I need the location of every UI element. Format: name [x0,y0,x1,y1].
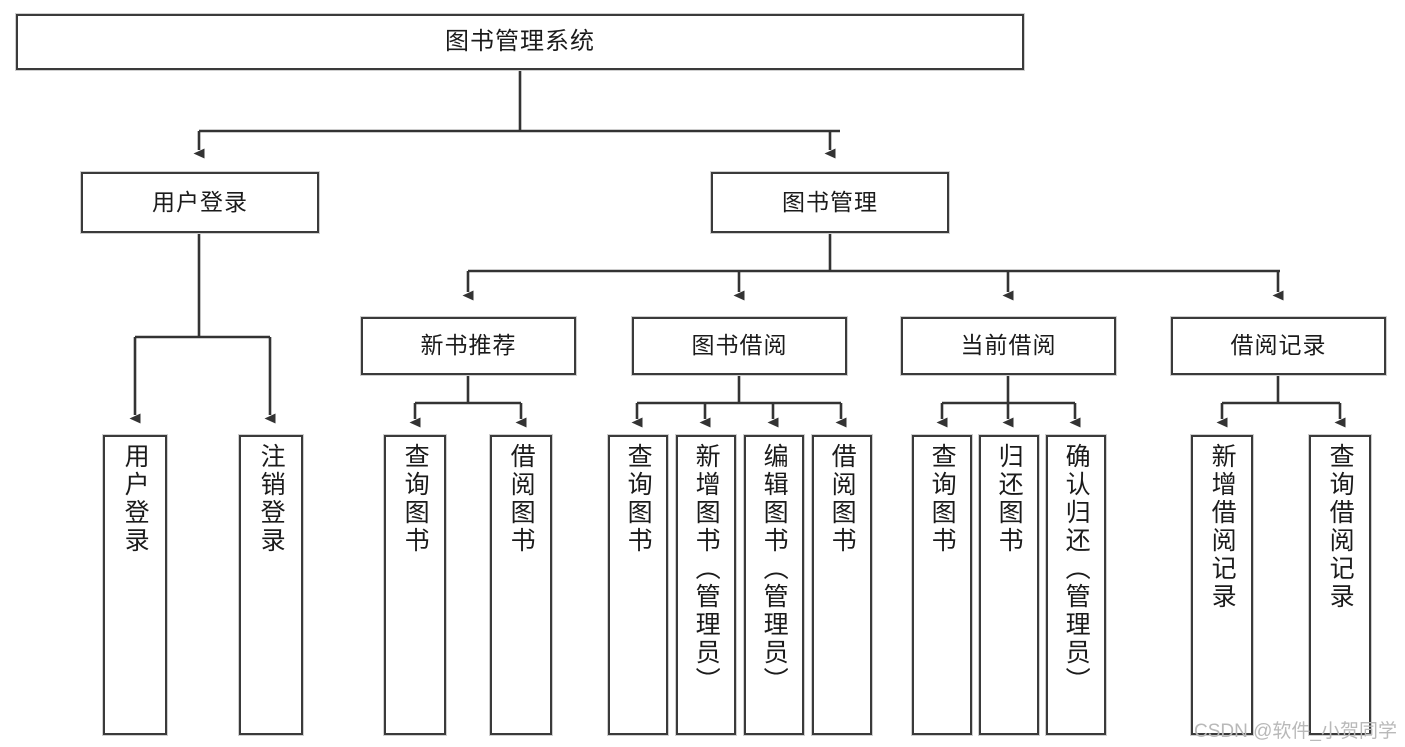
leaf-query-book-recommend[interactable]: 查询图书 [384,435,446,735]
node-label: 当前借阅 [960,332,1057,359]
csdn-watermark: CSDN @软件_小贺同学 [1194,721,1397,742]
node-label: 图书管理 [782,188,878,215]
node-label: 查询图书 [624,443,653,555]
node-label: 编辑图书（管理员） [760,443,789,695]
leaf-add-book-admin[interactable]: 新增图书（管理员） [676,435,736,735]
node-book-borrow[interactable]: 图书借阅 [632,317,847,375]
node-new-book-recommend[interactable]: 新书推荐 [361,317,576,375]
node-label: 借阅记录 [1230,332,1327,359]
node-label: 查询图书 [928,443,957,555]
leaf-user-logout[interactable]: 注销登录 [239,435,303,735]
node-label: 新书推荐 [420,332,517,359]
leaf-borrow-book[interactable]: 借阅图书 [812,435,872,735]
leaf-query-book-current[interactable]: 查询图书 [912,435,972,735]
node-root-book-management-system[interactable]: 图书管理系统 [16,14,1024,70]
node-label: 新增图书（管理员） [692,443,721,695]
node-label: 用户登录 [121,443,150,555]
node-label: 新增借阅记录 [1208,443,1237,611]
node-label: 借阅图书 [507,443,536,555]
leaf-confirm-return-admin[interactable]: 确认归还（管理员） [1046,435,1106,735]
leaf-return-book[interactable]: 归还图书 [979,435,1039,735]
leaf-query-book-borrow[interactable]: 查询图书 [608,435,668,735]
leaf-edit-book-admin[interactable]: 编辑图书（管理员） [744,435,804,735]
node-borrow-record[interactable]: 借阅记录 [1171,317,1386,375]
leaf-query-borrow-record[interactable]: 查询借阅记录 [1309,435,1371,735]
node-label: 注销登录 [257,443,286,555]
node-label: 用户登录 [152,188,248,215]
leaf-add-borrow-record[interactable]: 新增借阅记录 [1191,435,1253,735]
node-label: 图书管理系统 [445,27,595,55]
node-label: 归还图书 [995,443,1024,555]
node-current-borrow[interactable]: 当前借阅 [901,317,1116,375]
node-user-login[interactable]: 用户登录 [81,172,319,233]
node-label: 图书借阅 [691,332,788,359]
node-label: 确认归还（管理员） [1062,443,1091,695]
node-label: 借阅图书 [828,443,857,555]
leaf-user-login[interactable]: 用户登录 [103,435,167,735]
node-book-management[interactable]: 图书管理 [711,172,949,233]
node-label: 查询借阅记录 [1326,443,1355,611]
node-label: 查询图书 [401,443,430,555]
leaf-borrow-book-recommend[interactable]: 借阅图书 [490,435,552,735]
